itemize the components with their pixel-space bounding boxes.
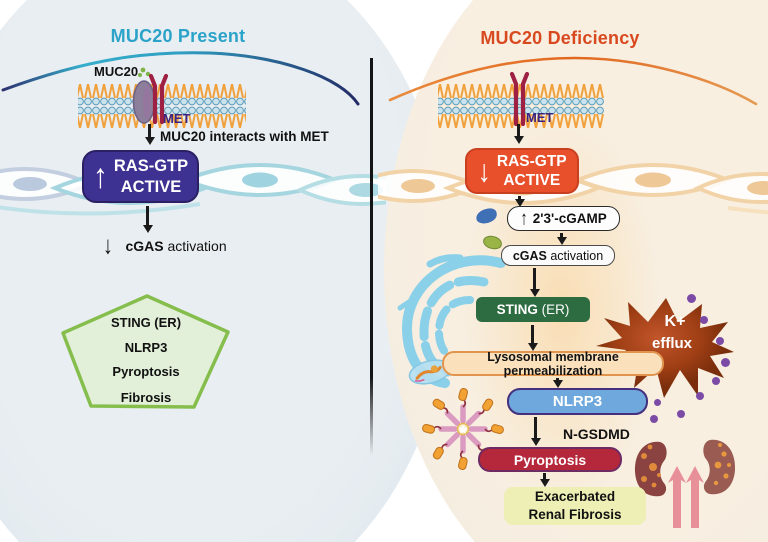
plasma-membrane-left-icon (78, 67, 246, 128)
pentagon-item-nlrp3: NLRP3 (124, 340, 168, 355)
met-label-left: MET (163, 111, 191, 126)
ras-line2: ACTIVE (503, 172, 561, 189)
n-gsdmd-label: N-GSDMD (563, 426, 630, 442)
epithelial-cells-right-icon (378, 163, 768, 215)
pentagon-item-pyroptosis: Pyroptosis (112, 364, 180, 379)
sting-box: STING (ER) (476, 297, 590, 322)
lysosomal-label: Lysosomal membrane permeabilization (487, 349, 619, 378)
cgas-bold-left: cGAS (125, 238, 164, 254)
potassium-ion-dot (712, 377, 720, 385)
ras-line2: ACTIVE (120, 177, 182, 196)
glycan-dots-icon (138, 67, 151, 77)
lysosomal-box: Lysosomal membrane permeabilization (442, 349, 664, 378)
k-efflux-burst-icon (596, 298, 734, 398)
left-cell-surface-arc-icon (1, 51, 360, 106)
ras-line1: RAS-GTP (496, 152, 567, 170)
down-arrow-icon: ↓ (103, 232, 113, 260)
met-receptor-icon (509, 71, 530, 127)
arrow-pyroptosis-to-fibrosis (543, 473, 546, 479)
sting-bold: STING (496, 302, 538, 317)
cgamp-box: ↑ 2'3'-cGAMP (507, 206, 620, 231)
cgas-bold-right: cGAS (512, 248, 547, 263)
k-efflux-line2: efflux (651, 335, 692, 352)
pyroptosis-label: Pyroptosis (513, 451, 587, 468)
ras-gtp-active-box-left: ↑ RAS-GTP ACTIVE (82, 150, 199, 203)
exacerbated-line2: Renal Fibrosis (528, 507, 622, 522)
exacerbated-line1: Exacerbated (534, 488, 616, 504)
met-label-right: MET (526, 110, 554, 125)
inflammasome-icon (422, 388, 504, 470)
cgamp-label: 2'3'-cGAMP (532, 211, 607, 226)
arrow-sting-to-lysosomal (531, 325, 534, 343)
pentagon-item-fibrosis: Fibrosis (120, 390, 172, 405)
arrow-lysosomal-to-nlrp3 (556, 378, 559, 380)
interaction-label: MUC20 interacts with MET (160, 129, 329, 144)
panel-divider (370, 58, 373, 456)
met-receptor-icon (148, 73, 169, 125)
cgas-rest-right: activation (546, 248, 604, 263)
potassium-ion-dot (716, 337, 724, 345)
k-efflux-line1: K+ (664, 313, 686, 330)
potassium-ion-dot (700, 316, 708, 324)
up-arrow-icon: ↑ (92, 156, 108, 195)
exacerbated-renal-fibrosis-box: Exacerbated Renal Fibrosis (504, 487, 646, 525)
ras-line1: RAS-GTP (113, 156, 189, 175)
muc20-protein-icon (132, 80, 156, 124)
arrow-cgas-to-sting (533, 268, 536, 289)
pentagon-outcomes-icon (61, 294, 230, 409)
muc20-label: MUC20 (94, 64, 139, 79)
cgas-rest-left: activation (163, 238, 227, 254)
arrow-nlrp3-to-pyroptosis (534, 417, 537, 438)
right-panel-title: MUC20 Deficiency (480, 28, 640, 48)
arrow-ras-to-cgas-left (146, 206, 149, 225)
arrow-met-to-ras-right (517, 124, 520, 136)
cgas-activation-box: cGAS activation (501, 245, 615, 266)
nlrp3-box: NLRP3 (507, 388, 648, 415)
potassium-ion-dot (696, 392, 704, 400)
arrow-ras-to-cgamp (518, 196, 521, 199)
potassium-ion-dot (677, 410, 685, 418)
plasma-membrane-right-icon (438, 71, 604, 128)
potassium-ion-dot (650, 415, 658, 423)
potassium-ion-dot (721, 358, 730, 367)
pyroptosis-box: Pyroptosis (478, 447, 622, 472)
arrow-met-to-ras-left (148, 124, 151, 137)
nlrp3-label: NLRP3 (552, 393, 603, 410)
potassium-ion-dot (654, 399, 661, 406)
potassium-ion-dot (687, 294, 696, 303)
pentagon-item-sting: STING (ER) (110, 315, 182, 330)
fibrotic-kidneys-icon (634, 439, 736, 528)
arrow-cgamp-to-cgas (560, 233, 563, 237)
up-arrow-icon: ↑ (520, 207, 528, 230)
down-arrow-icon: ↓ (477, 153, 491, 188)
left-panel-title: MUC20 Present (110, 26, 246, 46)
ras-gtp-active-box-right: ↓ RAS-GTP ACTIVE (465, 148, 579, 194)
right-cell-surface-arc-icon (388, 56, 758, 106)
sting-rest: (ER) (537, 302, 570, 317)
